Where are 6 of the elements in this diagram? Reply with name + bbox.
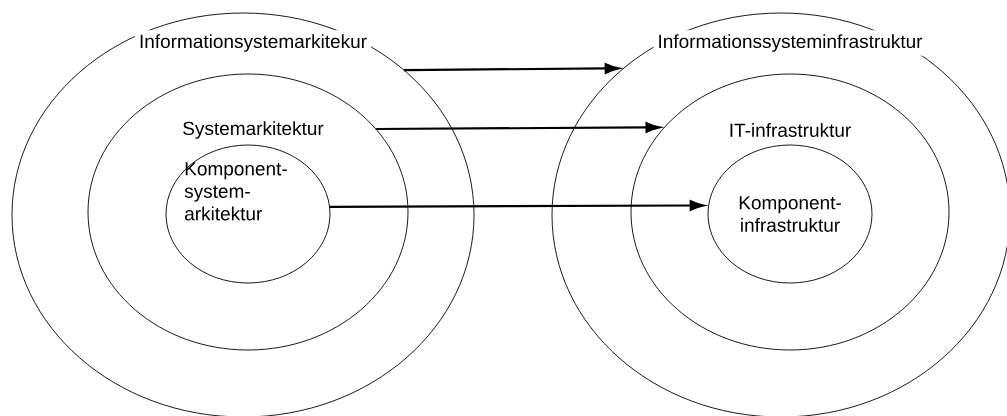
ellipse-label: Systemarkitektur (183, 121, 324, 139)
ellipse-label: Komponent- system- arkitektur (184, 162, 287, 221)
ellipse-label: IT-infrastruktur (730, 123, 851, 137)
ellipse-label: Komponent- infrastruktur (739, 196, 841, 232)
heading: Informationsystemarkitekur (134, 30, 372, 56)
heading: Informationssysteminfrastruktur (653, 30, 927, 56)
